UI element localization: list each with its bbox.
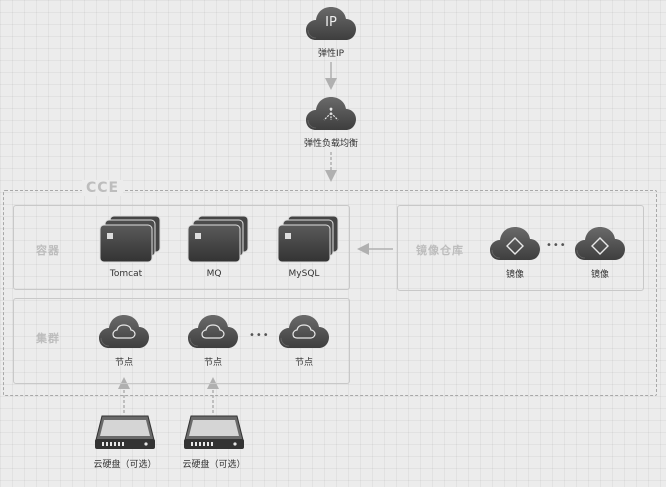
cluster-node-2[interactable]: 节点 — [188, 314, 238, 368]
cluster-title: 集群 — [36, 332, 60, 345]
container-tomcat[interactable]: Tomcat — [99, 215, 162, 279]
node-label: 节点 — [294, 358, 313, 368]
container-label: Tomcat — [109, 269, 143, 279]
cluster-node-3[interactable]: 节点 — [279, 314, 329, 368]
image-label: 镜像 — [590, 270, 609, 280]
container-stack-icon — [187, 215, 249, 263]
diamond-icon — [590, 236, 610, 256]
diamond-icon — [505, 236, 525, 256]
container-label: MQ — [206, 269, 222, 279]
load-balancer-icon — [319, 107, 343, 123]
elastic-ip-node[interactable]: IP 弹性IP — [306, 6, 356, 59]
disk-drive-icon — [95, 415, 155, 449]
image-label: 镜像 — [505, 270, 524, 280]
containers-title: 容器 — [36, 244, 60, 257]
elastic-ip-label: 弹性IP — [317, 49, 345, 59]
cloud-disk-label: 云硬盘（可选） — [182, 460, 246, 470]
image-registry-title: 镜像仓库 — [416, 244, 464, 257]
load-balancer-node[interactable]: 弹性负载均衡 — [304, 96, 358, 149]
node-label: 节点 — [203, 358, 222, 368]
node-cloud-icon — [201, 324, 225, 340]
container-stack-icon — [277, 215, 339, 263]
cluster-ellipsis: ••• — [249, 330, 270, 341]
image-registry-group — [397, 205, 644, 291]
container-mq[interactable]: MQ — [187, 215, 250, 279]
load-balancer-label: 弹性负载均衡 — [303, 139, 358, 149]
cloud-disk-1[interactable]: 云硬盘（可选） — [93, 414, 157, 470]
containers-group — [13, 205, 350, 290]
image-2[interactable]: 镜像 — [575, 226, 625, 280]
cce-group — [3, 190, 657, 396]
cluster-node-1[interactable]: 节点 — [99, 314, 149, 368]
node-cloud-icon — [112, 324, 136, 340]
cloud-disk-label: 云硬盘（可选） — [93, 460, 157, 470]
image-1[interactable]: 镜像 — [490, 226, 540, 280]
registry-ellipsis: ••• — [546, 240, 567, 251]
container-stack-icon — [99, 215, 161, 263]
cluster-group — [13, 298, 350, 384]
container-label: MySQL — [288, 269, 320, 279]
node-label: 节点 — [114, 358, 133, 368]
container-mysql[interactable]: MySQL — [277, 215, 340, 279]
node-cloud-icon — [292, 324, 316, 340]
cloud-disk-2[interactable]: 云硬盘（可选） — [182, 414, 246, 470]
ip-icon-text: IP — [325, 15, 337, 30]
cce-title: CCE — [82, 180, 124, 196]
disk-drive-icon — [184, 415, 244, 449]
